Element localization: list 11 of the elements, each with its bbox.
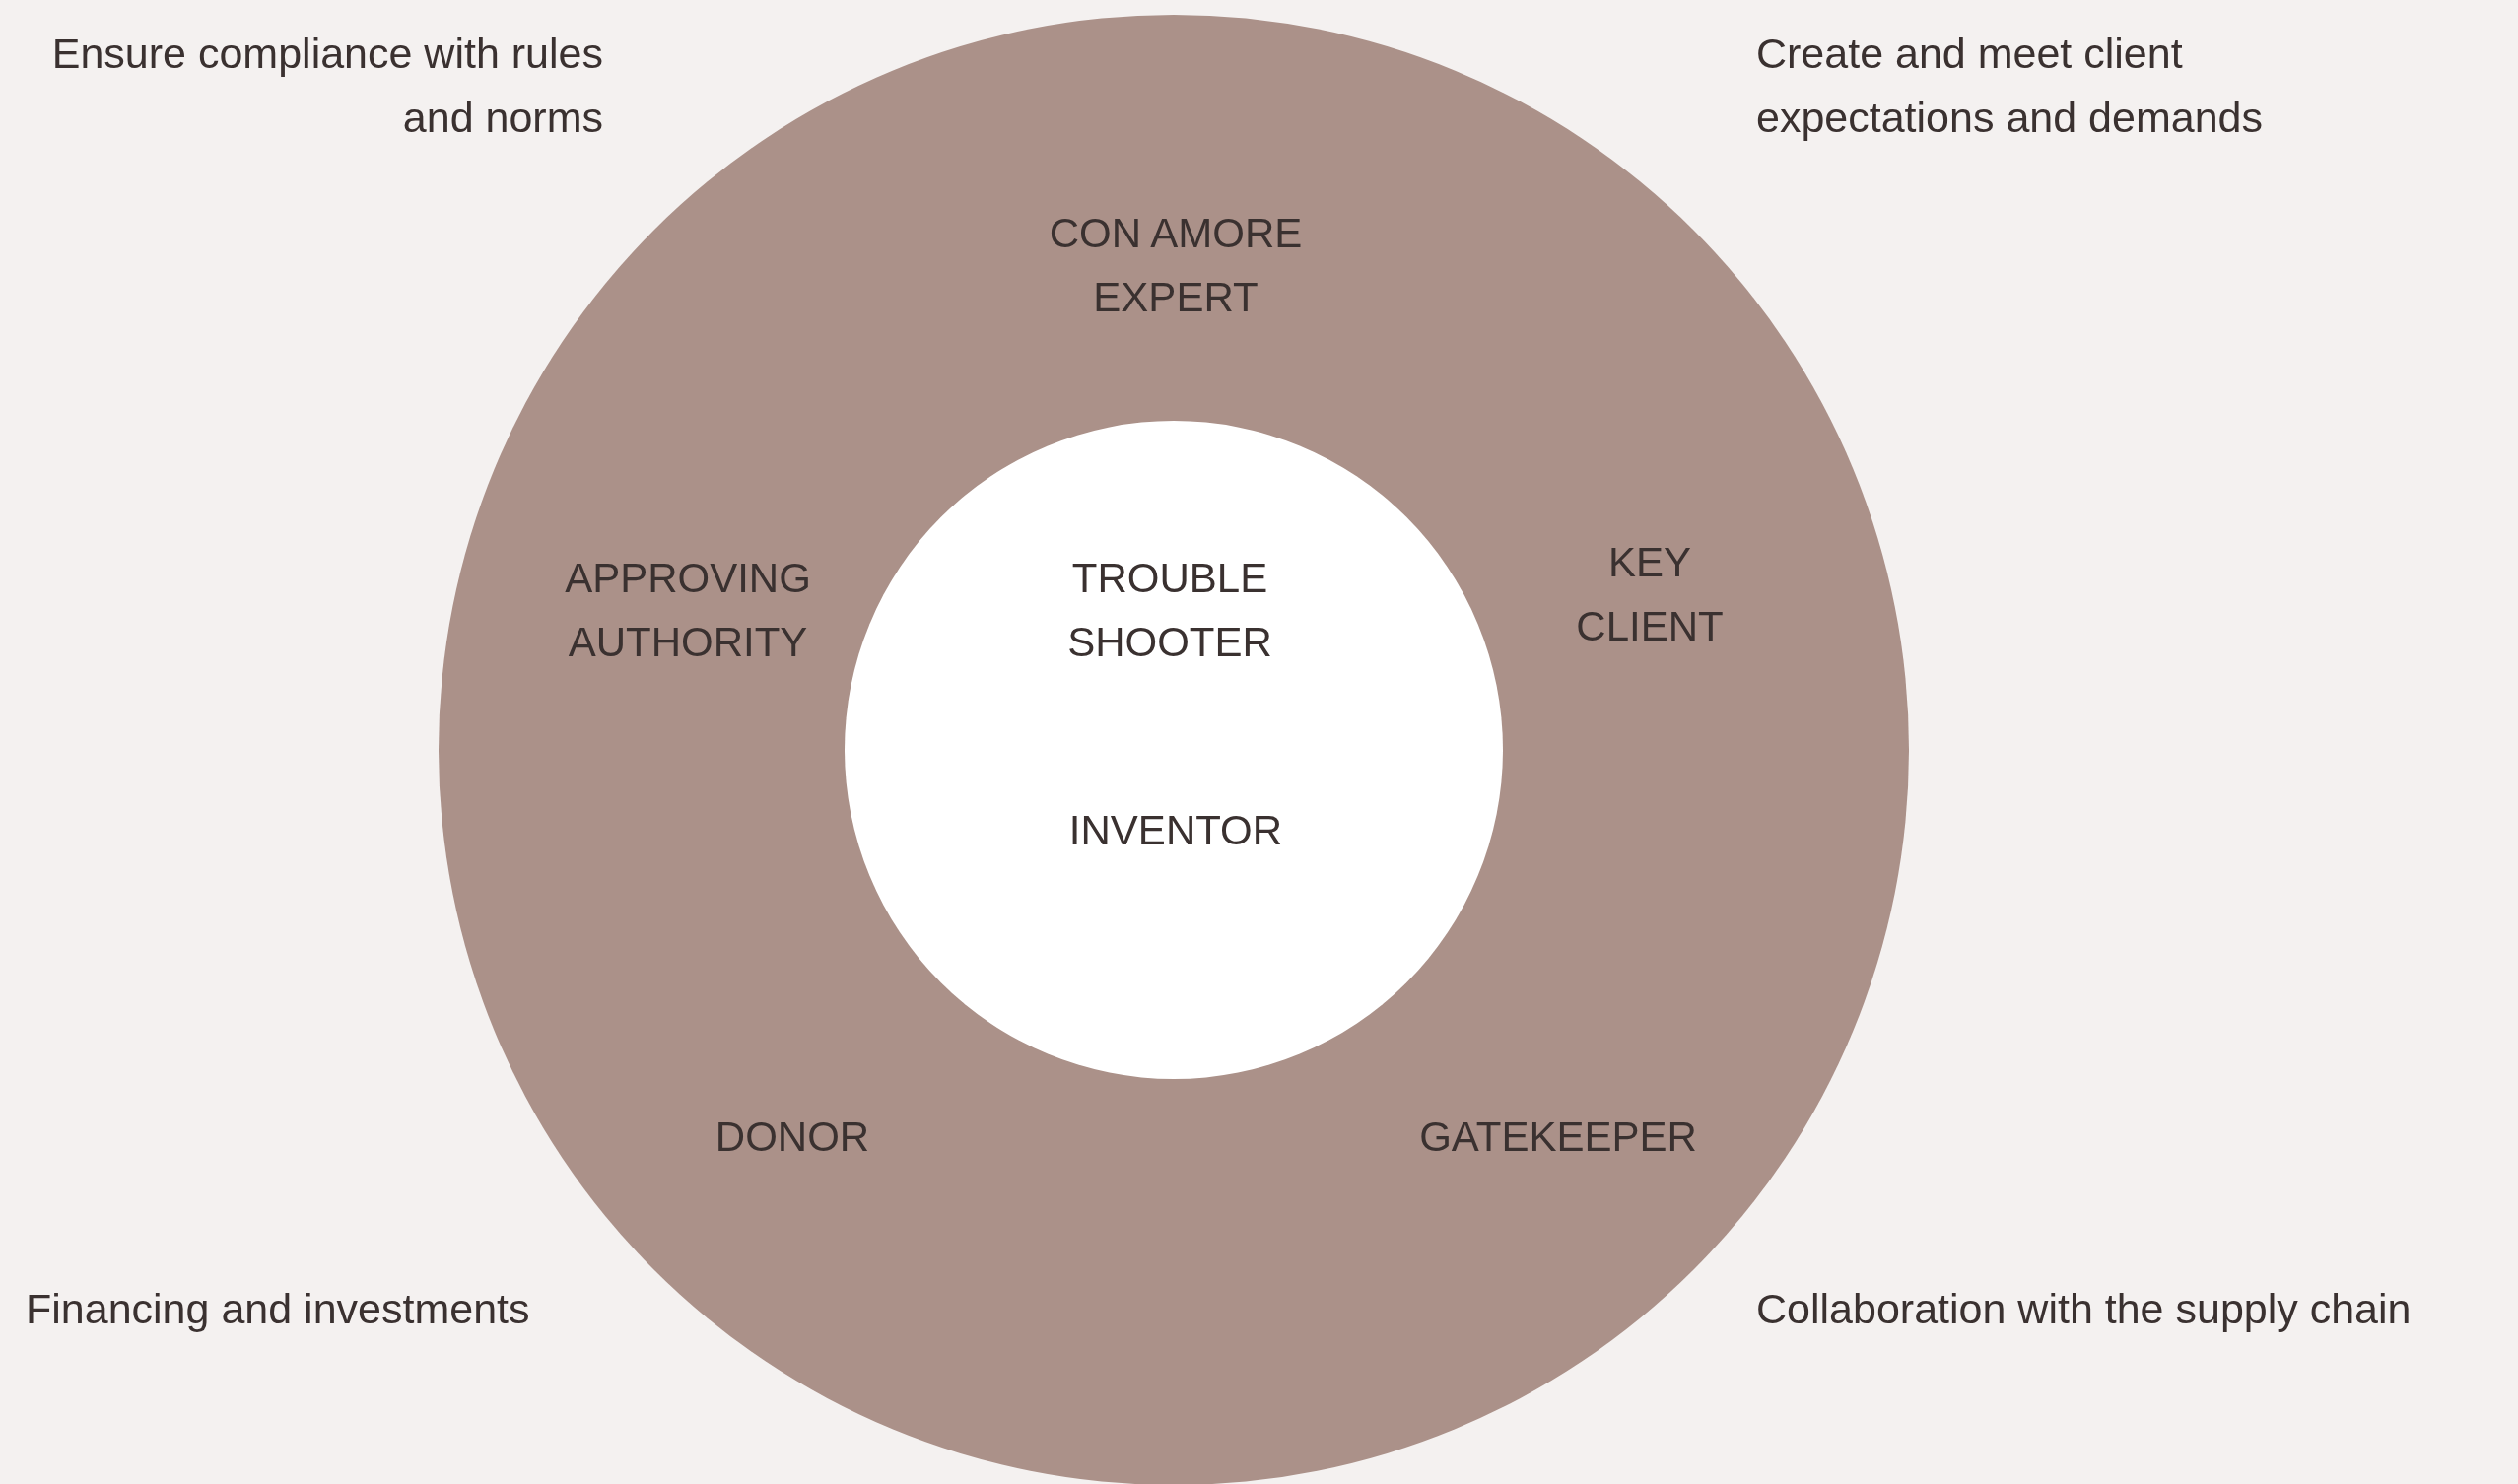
role-label: APPROVING AUTHORITY (564, 553, 812, 667)
description-text: Create and meet client expectations and demands (1756, 29, 2264, 143)
description-text: Financing and investments (26, 1284, 531, 1334)
role-label: GATEKEEPER (1418, 1113, 1698, 1163)
role-label: INVENTOR (1067, 806, 1284, 856)
description-text: Ensure compliance with rules and norms (51, 29, 603, 143)
role-label: KEY CLIENT (1575, 537, 1725, 651)
role-label: TROUBLE SHOOTER (1066, 553, 1273, 667)
description-text: Collaboration with the supply chain (1756, 1284, 2413, 1334)
role-label: DONOR (714, 1113, 871, 1163)
role-label: CON AMORE EXPERT (1048, 208, 1304, 322)
